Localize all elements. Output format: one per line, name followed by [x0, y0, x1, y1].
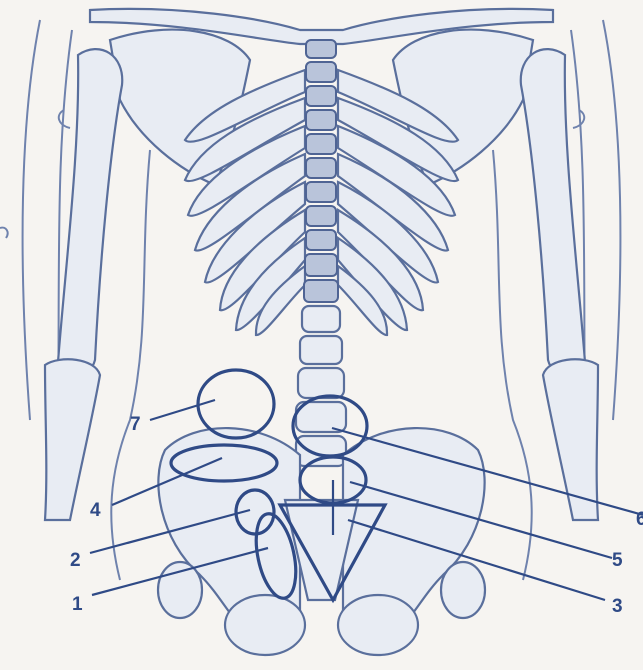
leader-7: [150, 400, 215, 420]
label-4: 4: [90, 500, 101, 521]
label-7: 7: [130, 414, 141, 435]
right-humerus: [521, 49, 585, 376]
label-1: 1: [72, 594, 83, 615]
left-humerus: [58, 49, 122, 376]
right-forearm: [543, 359, 598, 520]
label-6: 6: [636, 509, 643, 530]
label-2: 2: [70, 550, 81, 571]
label-3: 3: [612, 596, 623, 617]
left-forearm: [45, 359, 100, 520]
label-5: 5: [612, 550, 623, 571]
